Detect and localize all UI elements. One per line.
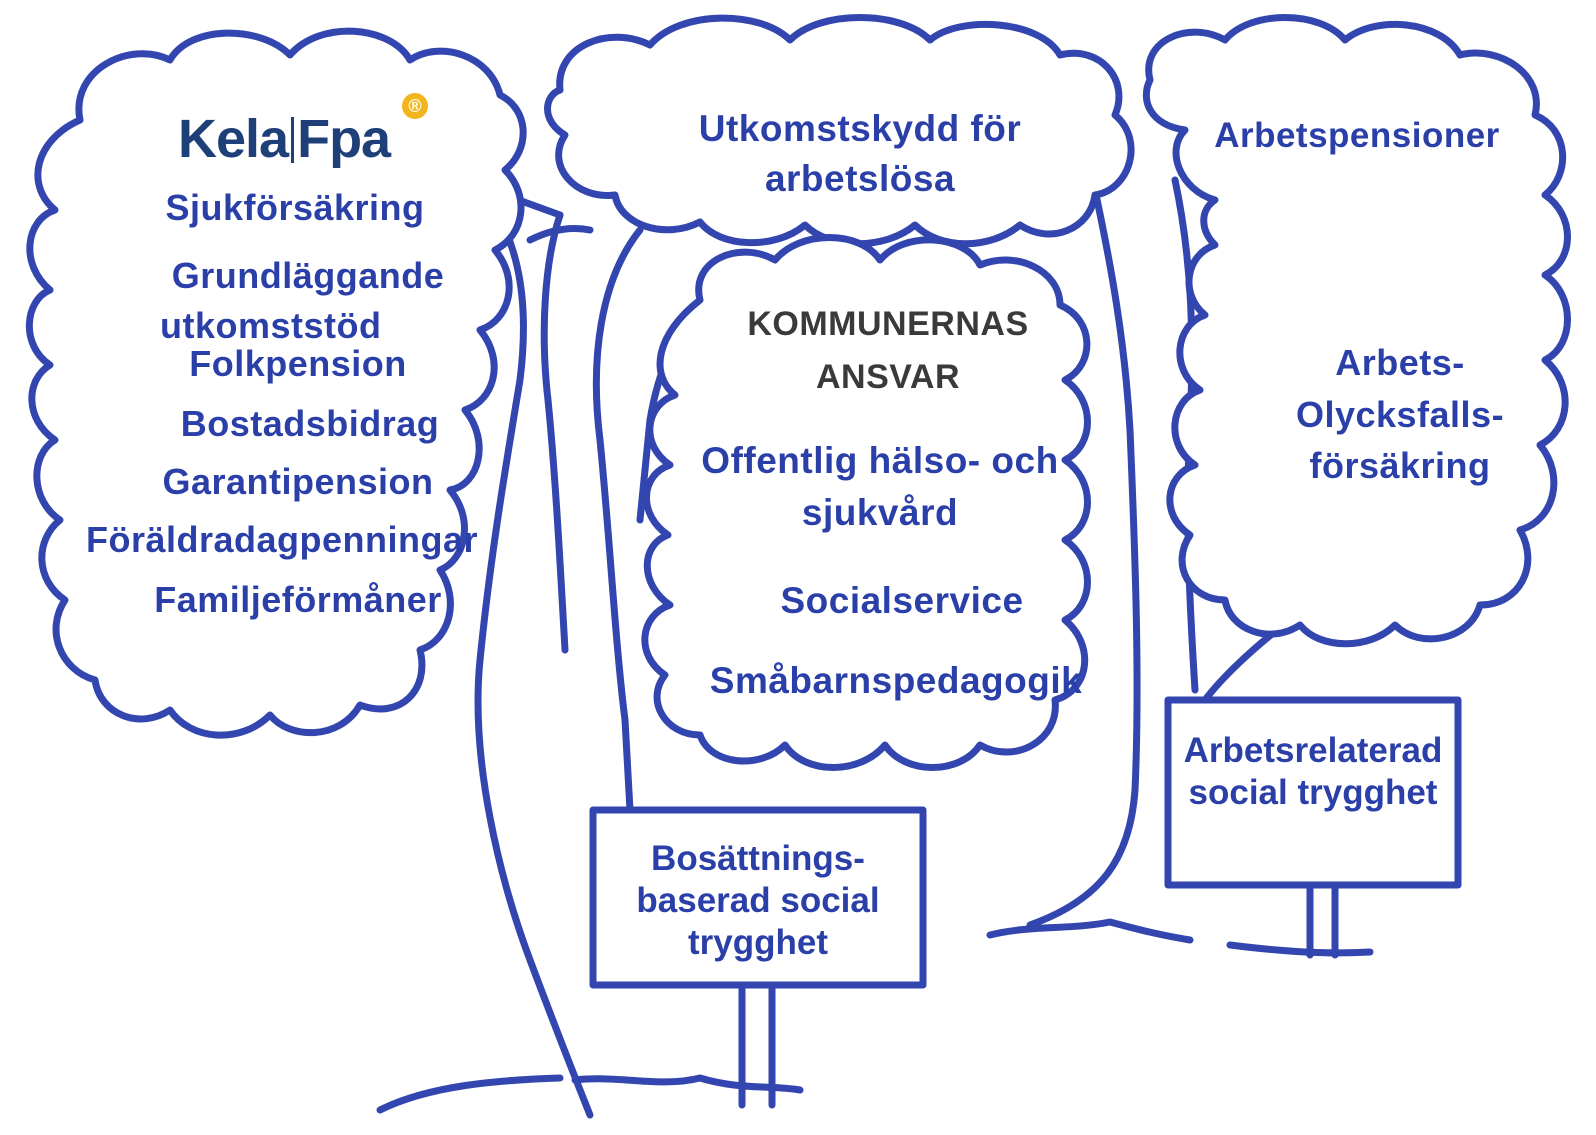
- sign-left-text: Bosättnings- baserad social trygghet: [600, 838, 916, 964]
- center-cloud: [641, 234, 1091, 771]
- right-cloud-item-forsakring: försäkring: [1309, 445, 1491, 486]
- left-item-grundlaggande: Grundläggande: [171, 255, 445, 296]
- sign-left-line2: baserad social: [636, 881, 880, 920]
- center-heading-line2: ANSVAR: [815, 358, 961, 396]
- center-heading-line1: KOMMUNERNAS: [747, 305, 1029, 343]
- sign-right-post: [1306, 881, 1339, 959]
- top-cloud-line2: arbetslösa: [764, 158, 956, 199]
- left-tree-trunk-inner: [540, 211, 569, 654]
- left-item-bostadsbidrag: Bostadsbidrag: [180, 403, 440, 444]
- left-item-utkomststod: utkomststöd: [160, 305, 382, 346]
- right-cloud-item-arbets: Arbets-: [1335, 342, 1465, 383]
- logo-divider: [291, 117, 295, 163]
- left-tree-trunk: [466, 171, 594, 1119]
- ground-left: [376, 1074, 564, 1114]
- top-cloud: [544, 14, 1135, 248]
- center-item-offentlig-line2: sjukvård: [801, 492, 959, 533]
- center-item-socialservice: Socialservice: [780, 580, 1024, 621]
- ground-center: [986, 918, 1194, 944]
- sign-right-board: [1164, 696, 1462, 889]
- sign-left-line3: trygghet: [688, 923, 828, 962]
- ground-right: [1226, 941, 1374, 957]
- top-cloud-line1: Utkomstskydd för: [698, 108, 1022, 149]
- center-item-offentlig-line1: Offentlig hälso- och: [701, 440, 1059, 481]
- left-item-foraldradagpenningar: Föräldradagpenningar: [85, 519, 479, 560]
- left-item-sjukforsakring: Sjukförsäkring: [165, 187, 425, 228]
- left-item-garantipension: Garantipension: [162, 461, 434, 502]
- right-cloud: [1142, 14, 1571, 648]
- left-item-familjeformaner: Familjeförmåner: [154, 579, 442, 620]
- center-item-smabarnspedagogik: Småbarnspedagogik: [709, 660, 1083, 701]
- sign-right-text: Arbetsrelaterad social trygghet: [1170, 730, 1456, 814]
- logo-right-text: Fpa: [297, 109, 391, 169]
- sign-right-line1: Arbetsrelaterad: [1183, 731, 1443, 770]
- logo-left-text: Kela: [178, 109, 289, 169]
- sign-left-line1: Bosättnings-: [651, 839, 865, 878]
- ground-sign: [571, 1074, 804, 1094]
- right-cloud-item-olycksfalls: Olycksfalls-: [1295, 394, 1505, 435]
- sign-right-line2: social trygghet: [1188, 773, 1438, 812]
- left-item-folkpension: Folkpension: [189, 343, 407, 384]
- center-tree-trunk-left: [592, 226, 644, 814]
- left-branch-2: [526, 224, 594, 244]
- left-cloud: [25, 27, 527, 739]
- sign-left-post: [738, 981, 776, 1109]
- registered-mark-icon: ®: [402, 93, 428, 119]
- sign-left-board: [589, 806, 927, 989]
- right-cloud-title: Arbetspensioner: [1214, 116, 1500, 155]
- center-tree-trunk-right: [1026, 186, 1141, 929]
